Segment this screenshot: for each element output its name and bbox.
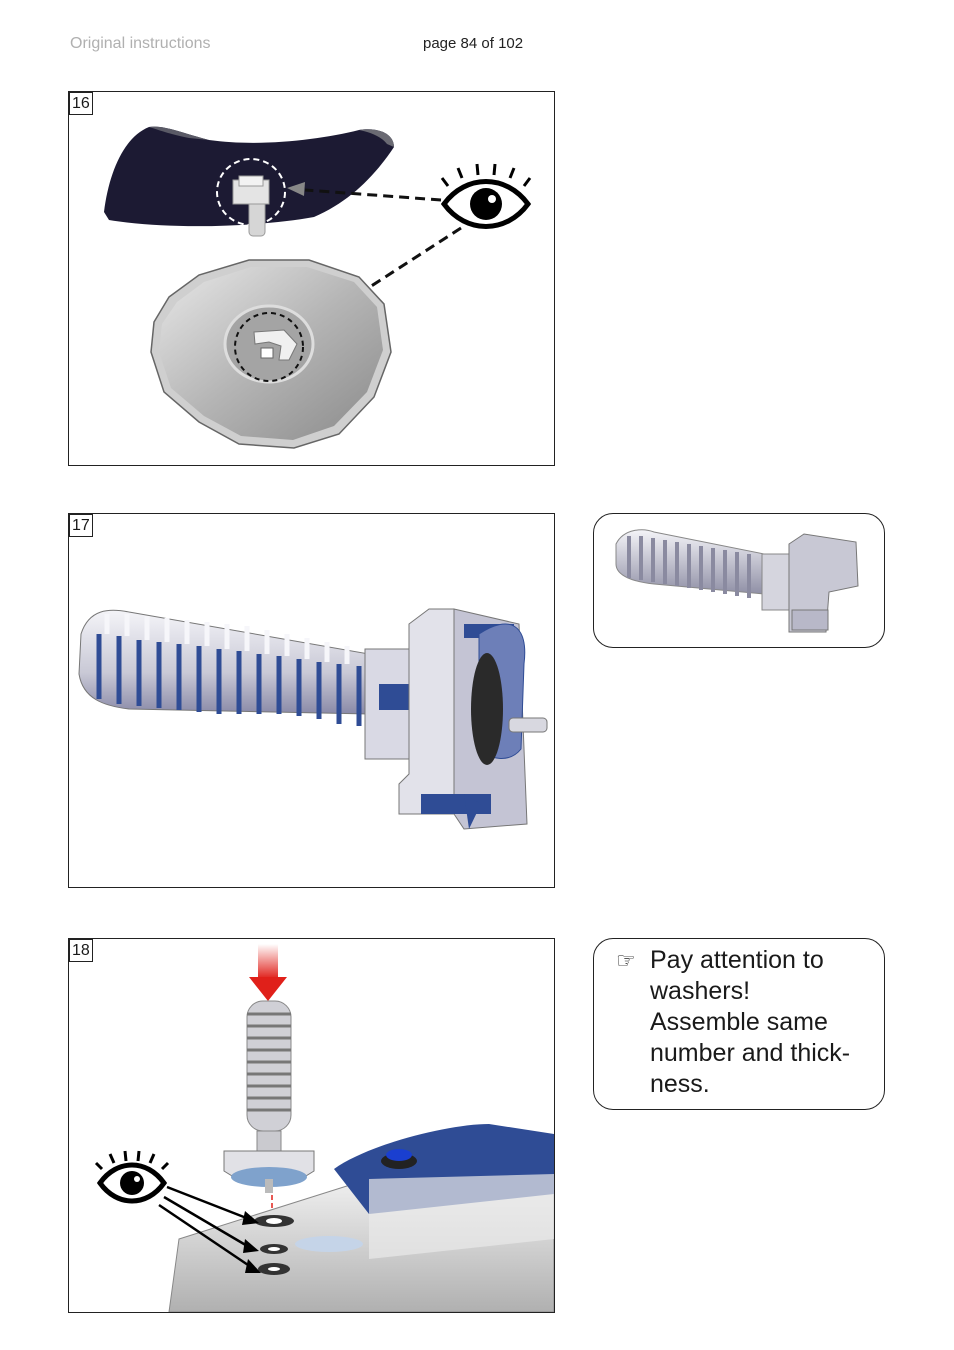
note-text: Pay attention to washers! Assemble same … — [650, 945, 880, 1100]
note-line: washers! — [650, 977, 751, 1005]
note-line: number and thick- — [650, 1039, 851, 1067]
step-16-illustration — [104, 126, 532, 449]
rod-preview-illustration — [615, 529, 859, 633]
page-number: page 84 of 102 — [423, 35, 524, 52]
document-origin-label: Original instructions — [70, 35, 211, 52]
step-17-illustration — [78, 608, 548, 830]
step-16-panel: 16 — [68, 91, 555, 466]
washer-pointer-arrows — [158, 1185, 252, 1269]
pointing-hand-icon: ☞ — [616, 948, 636, 973]
eye-icon — [94, 1150, 170, 1204]
step-number: 16 — [69, 92, 93, 115]
step-18-illustration — [94, 944, 554, 1312]
cap-pin — [216, 158, 286, 237]
actuator-body — [168, 1124, 554, 1312]
step-number: 18 — [69, 939, 93, 962]
insert-direction-arrow — [249, 944, 287, 1001]
eye-icon — [440, 163, 532, 229]
piston-rod-vertical — [223, 1000, 315, 1193]
step-17-panel: 17 — [68, 513, 555, 888]
note-line: ness. — [650, 1070, 710, 1098]
piston-rod-assembly — [78, 608, 548, 830]
diaphragm-disk — [150, 259, 392, 449]
note-line: Assemble same — [650, 1008, 828, 1036]
rod-preview-callout — [593, 513, 885, 648]
note-line: Pay attention to — [650, 946, 824, 974]
step-number: 17 — [69, 514, 93, 537]
step-18-panel: 18 — [68, 938, 555, 1313]
washer-note-callout: ☞ Pay attention to washers! Assemble sam… — [593, 938, 885, 1110]
